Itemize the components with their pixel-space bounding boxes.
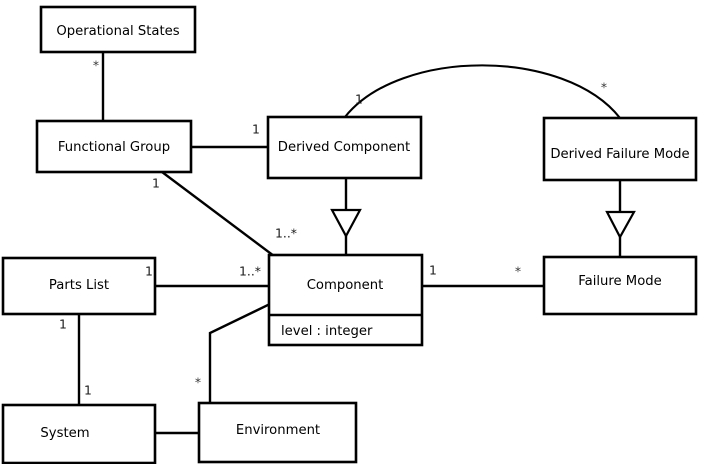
multiplicity-operational-states-functional-group: * (93, 58, 99, 73)
class-box-operational-states[interactable]: Operational States (39, 5, 197, 54)
multiplicity-parts-list-component-far: 1..* (239, 264, 261, 279)
multiplicity-component-failure-mode-far: * (515, 264, 521, 279)
class-rect-failure-mode (542, 255, 698, 316)
generalization-triangle-derived-failure-mode (605, 210, 636, 240)
multiplicity-environment-component: * (195, 375, 201, 390)
class-name-derived-failure-mode: Derived Failure Mode (550, 147, 689, 162)
class-box-failure-mode[interactable]: Failure Mode (542, 255, 698, 316)
class-name-environment: Environment (236, 423, 320, 438)
class-rect-derived-failure-mode (542, 116, 698, 182)
class-rect-component (267, 253, 424, 347)
class-rect-system (1, 403, 157, 464)
multiplicity-parts-list-system-top: 1 (59, 317, 67, 332)
multiplicity-functional-group-component-far: 1..* (275, 226, 297, 241)
class-name-parts-list: Parts List (49, 278, 109, 293)
multiplicity-functional-group-component-near: 1 (152, 176, 160, 191)
multiplicity-derived-component-end: 1 (252, 122, 260, 137)
class-name-derived-component: Derived Component (278, 140, 410, 155)
multiplicity-derived-component-arc-near: 1 (355, 92, 363, 107)
class-name-component: Component (307, 278, 384, 293)
class-name-operational-states: Operational States (56, 24, 179, 39)
class-box-functional-group[interactable]: Functional Group (35, 119, 193, 174)
assoc-derived-component-derived-failure-mode (344, 64, 621, 119)
multiplicity-derived-failure-mode-arc-far: * (601, 80, 607, 95)
generalization-triangle-derived-component (330, 208, 362, 239)
multiplicity-component-failure-mode-near: 1 (429, 263, 437, 278)
class-box-parts-list[interactable]: Parts List (1, 256, 157, 316)
class-name-failure-mode: Failure Mode (578, 274, 662, 289)
assoc-environment-component (208, 302, 272, 405)
class-rect-derived-component (266, 115, 423, 180)
class-box-derived-component[interactable]: Derived Component (266, 115, 423, 180)
class-name-system: System (40, 426, 89, 441)
class-attribute-component-level: level : integer (281, 324, 373, 339)
class-rect-functional-group (35, 119, 193, 174)
class-box-system[interactable]: System (1, 403, 157, 464)
class-name-functional-group: Functional Group (58, 140, 170, 155)
class-box-environment[interactable]: Environment (197, 401, 358, 464)
assoc-functional-group-component (160, 170, 276, 258)
class-rect-parts-list (1, 256, 157, 316)
multiplicity-parts-list-component-near: 1 (145, 264, 153, 279)
class-rect-operational-states (39, 5, 197, 54)
class-box-derived-failure-mode[interactable]: Derived Failure Mode (542, 116, 698, 182)
class-rect-environment (197, 401, 358, 464)
class-box-component[interactable]: Component level : integer (267, 253, 424, 347)
multiplicity-parts-list-system-bottom: 1 (84, 383, 92, 398)
